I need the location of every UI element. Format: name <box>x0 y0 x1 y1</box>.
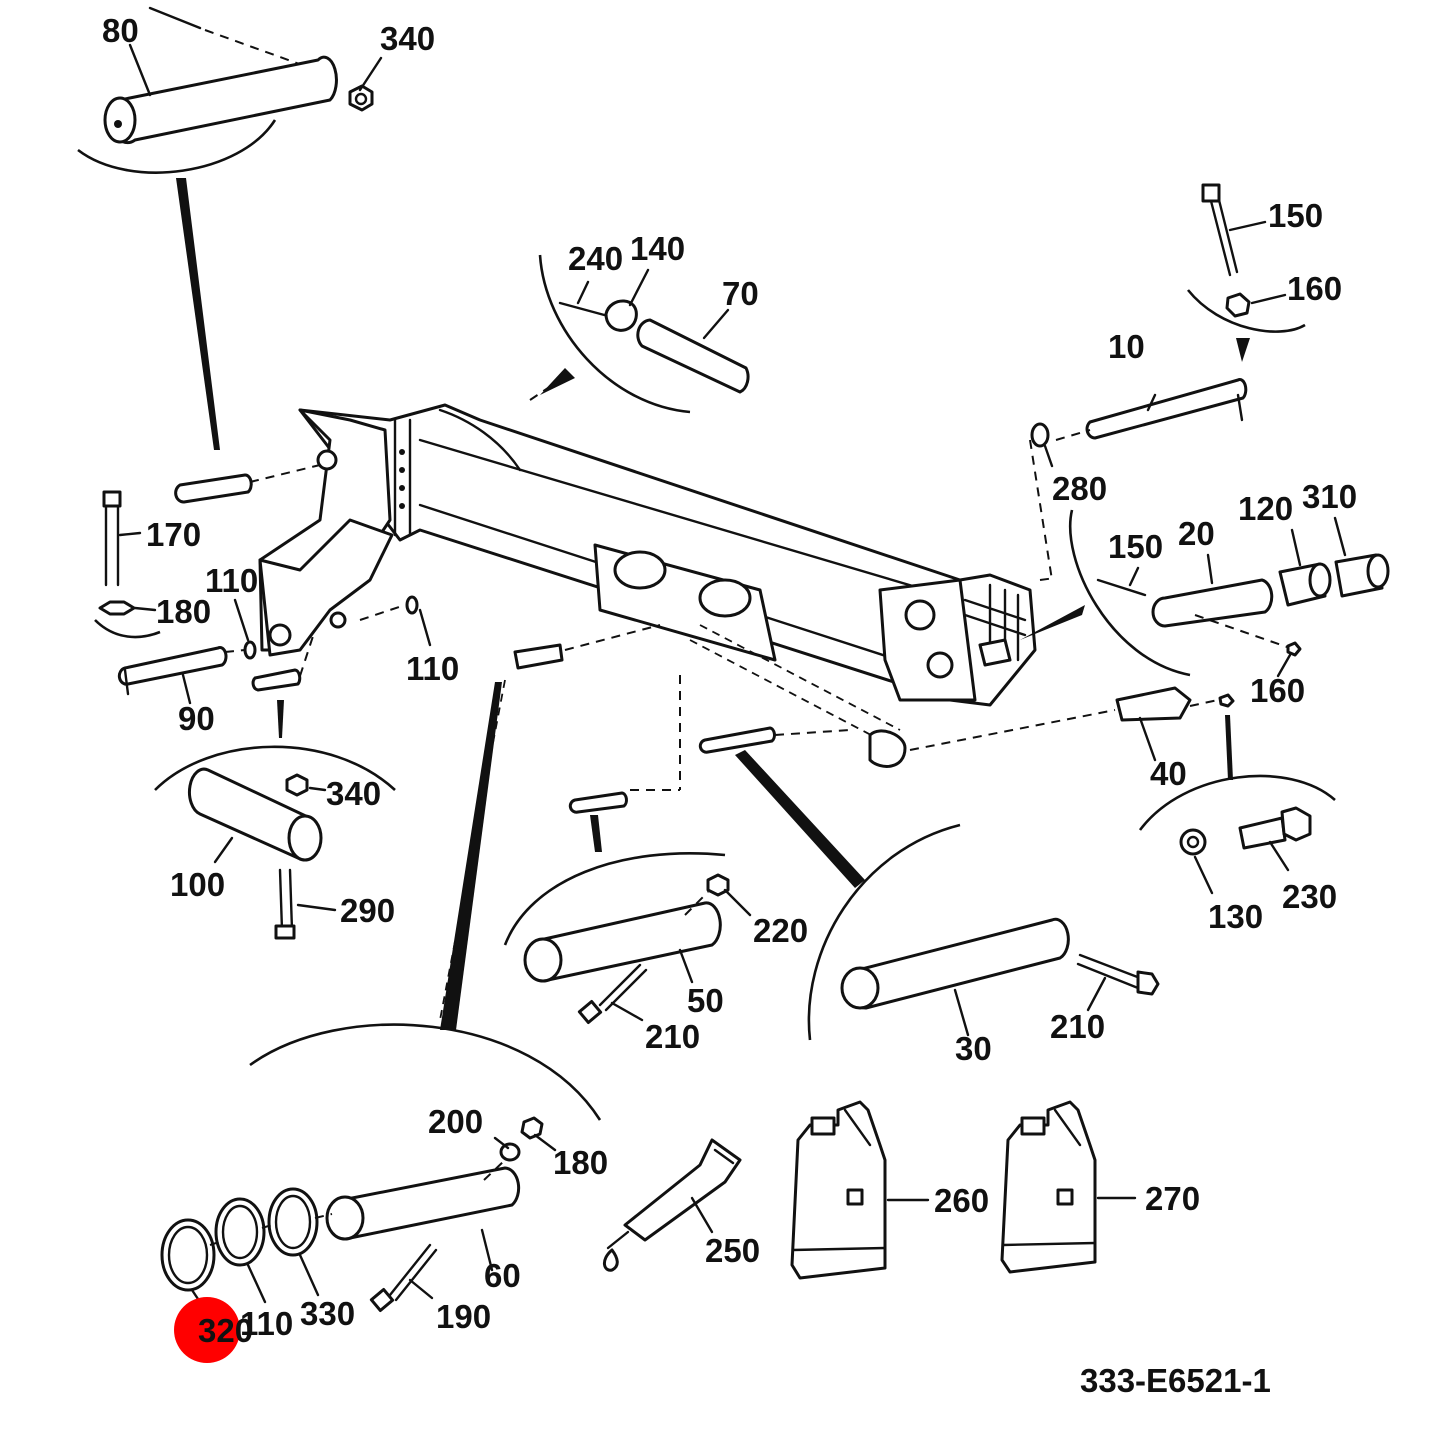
detail-pin-100 <box>154 700 396 940</box>
detail-bolt-150 <box>1186 183 1306 362</box>
nut-340-left <box>285 773 309 797</box>
callout-210: 210 <box>1050 1008 1105 1045</box>
right-pins <box>1020 378 1390 678</box>
bolt-head-170 <box>102 490 122 508</box>
nut-180-left <box>98 600 136 616</box>
callout-50: 50 <box>687 982 724 1019</box>
drawing-number: 333-E6521-1 <box>1080 1362 1271 1399</box>
detail-bolt-230 <box>1138 715 1336 895</box>
boom-head <box>878 578 977 702</box>
callout-260: 260 <box>934 1182 989 1219</box>
canister-260 <box>790 1100 930 1280</box>
callout-240: 240 <box>568 240 623 277</box>
callout-210: 210 <box>645 1018 700 1055</box>
callout-320: 320 <box>198 1312 253 1349</box>
nut-180-bottom <box>520 1116 544 1140</box>
canister-260-body <box>790 1100 887 1280</box>
pin-60 <box>334 1166 521 1240</box>
callout-90: 90 <box>178 700 215 737</box>
callout-330: 330 <box>300 1295 355 1332</box>
detail-pin-50 <box>503 815 752 1025</box>
left-pins <box>94 490 432 705</box>
callout-30: 30 <box>955 1030 992 1067</box>
pin-40 <box>1115 686 1192 722</box>
detail-pin-60 <box>160 679 602 1313</box>
pin-80 <box>109 55 338 145</box>
pin-50-seat <box>568 791 628 814</box>
callout-250: 250 <box>705 1232 760 1269</box>
boom-assembly <box>258 403 1037 768</box>
grease-tube-250 <box>603 1138 742 1272</box>
pin-70 <box>636 318 750 394</box>
washer-110-left <box>243 640 257 660</box>
callout-170: 170 <box>146 516 201 553</box>
callout-160: 160 <box>1250 672 1305 709</box>
nut-160-side <box>1286 641 1302 657</box>
callout-190: 190 <box>436 1298 491 1335</box>
callout-220: 220 <box>753 912 808 949</box>
callout-150: 150 <box>1108 528 1163 565</box>
callout-290: 290 <box>340 892 395 929</box>
callout-340: 340 <box>380 20 435 57</box>
callout-200: 200 <box>428 1103 483 1140</box>
ring-320 <box>160 1218 216 1292</box>
bolt-head-150 <box>1201 183 1221 203</box>
callout-130: 130 <box>1208 898 1263 935</box>
callout-110: 110 <box>205 562 258 599</box>
callout-270: 270 <box>1145 1180 1200 1217</box>
boom-pins <box>174 464 1235 814</box>
callout-230: 230 <box>1282 878 1337 915</box>
callout-70: 70 <box>722 275 759 312</box>
callout-180: 180 <box>553 1144 608 1181</box>
pin-20 <box>1151 578 1274 628</box>
pin-90 <box>117 646 228 686</box>
callout-20: 20 <box>1178 515 1215 552</box>
pin-seat <box>174 473 253 504</box>
detail-pin-70 <box>529 254 750 414</box>
canister-270 <box>1000 1100 1137 1274</box>
callout-150: 150 <box>1268 197 1323 234</box>
retainer-140 <box>604 299 638 332</box>
callout-labels: 80 340 240 140 70 150 160 10 280 120 310… <box>102 12 1357 1349</box>
boom-beam <box>298 403 1037 707</box>
canister-270-body <box>1000 1100 1097 1274</box>
callout-160: 160 <box>1287 270 1342 307</box>
callout-110: 110 <box>406 650 459 687</box>
washer-280 <box>1030 422 1050 448</box>
detail-pin-80 <box>77 6 383 450</box>
washer-110-right <box>405 595 419 615</box>
callout-310: 310 <box>1302 478 1357 515</box>
callout-110: 110 <box>240 1305 293 1342</box>
pin-30-seat <box>698 726 776 754</box>
cylinder-eye <box>868 729 907 768</box>
callout-180: 180 <box>156 593 211 630</box>
nut-220 <box>706 873 730 897</box>
nut-160-top <box>1225 292 1251 318</box>
highlight-marker <box>174 1297 240 1363</box>
callout-10: 10 <box>1108 328 1145 365</box>
callout-340: 340 <box>326 775 381 812</box>
callout-120: 120 <box>1238 490 1293 527</box>
callout-60: 60 <box>484 1257 521 1294</box>
washer-200 <box>499 1142 521 1162</box>
callout-140: 140 <box>630 230 685 267</box>
pin-10 <box>1085 378 1248 440</box>
detail-pin-30 <box>735 750 1160 1041</box>
pin-30 <box>846 917 1070 1010</box>
grease-fitting <box>513 643 564 670</box>
callout-280: 280 <box>1052 470 1107 507</box>
callout-80: 80 <box>102 12 139 49</box>
nut-130 <box>1179 828 1207 856</box>
callout-100: 100 <box>170 866 225 903</box>
callout-40: 40 <box>1150 755 1187 792</box>
bolt-230 <box>1238 816 1287 850</box>
